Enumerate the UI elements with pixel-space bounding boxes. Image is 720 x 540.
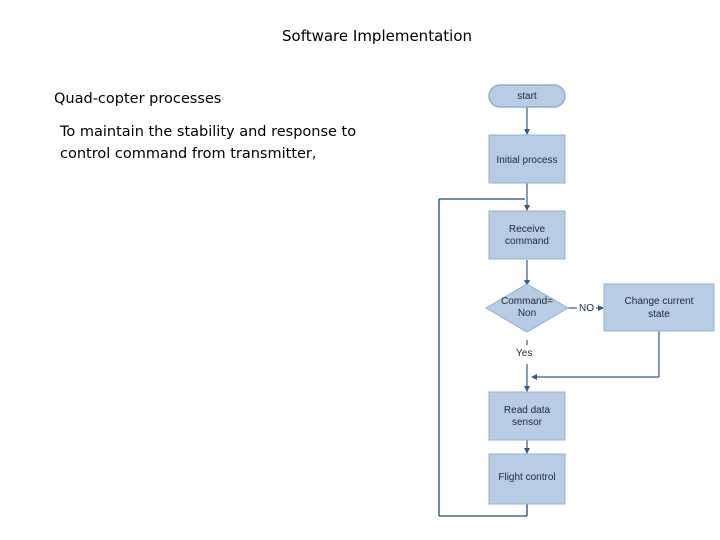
- read-sensor-node: Read data sensor: [488, 391, 566, 441]
- change-state-node: Change current state: [603, 283, 715, 332]
- yes-label: Yes: [516, 348, 532, 359]
- change-state-label: Change current: [625, 296, 694, 307]
- decision-node: Command= Non: [485, 283, 569, 333]
- receive-command-label: Receive: [509, 224, 546, 235]
- flight-control-label: Flight control: [498, 472, 555, 483]
- change-state-label: state: [648, 309, 670, 320]
- body-line: control command from transmitter,: [60, 146, 317, 162]
- loop-connector: [438, 198, 528, 517]
- receive-command-label: command: [505, 236, 549, 247]
- decision-label: Non: [518, 308, 536, 319]
- decision-label: Command=: [501, 296, 553, 307]
- receive-command-node: Receive command: [488, 210, 566, 260]
- flow-arrows: [524, 107, 660, 454]
- start-node: start: [488, 84, 566, 108]
- initial-process-label: Initial process: [496, 155, 557, 166]
- read-sensor-label: sensor: [512, 417, 543, 428]
- body-text: To maintain the stability and response t…: [60, 121, 390, 165]
- read-sensor-label: Read data: [504, 405, 551, 416]
- slide-title: Software Implementation: [282, 27, 472, 45]
- initial-process-node: Initial process: [488, 134, 566, 184]
- flight-control-node: Flight control: [488, 453, 566, 505]
- no-label: NO: [579, 303, 594, 314]
- start-label: start: [517, 91, 537, 102]
- body-line: To maintain the stability and response t…: [60, 124, 357, 140]
- slide-subtitle: Quad-copter processes: [54, 91, 222, 107]
